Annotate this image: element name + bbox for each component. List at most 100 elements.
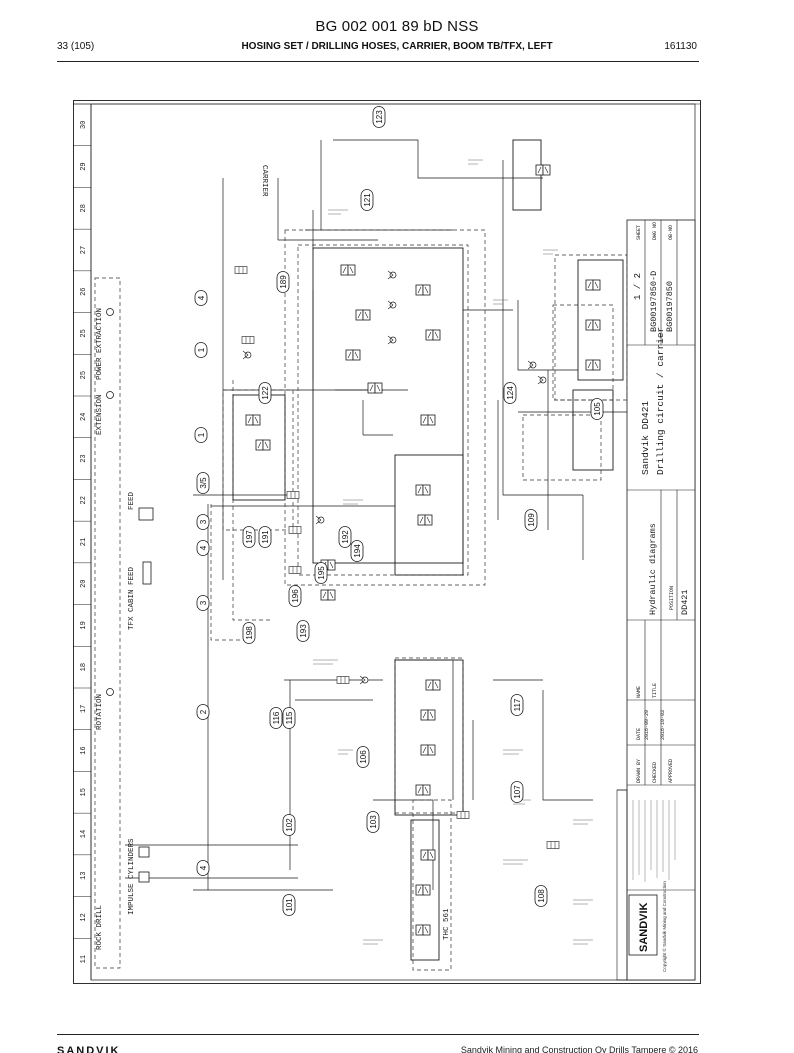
grid-number: 27: [80, 246, 88, 254]
callout-3-5: 3/5: [196, 472, 210, 494]
svg-text:4: 4: [197, 295, 206, 300]
svg-text:108: 108: [537, 889, 546, 903]
label-carrier: CARRIER: [260, 165, 268, 197]
tb-ob-no: BG00197850: [665, 281, 675, 332]
tb-sheet: 1 / 2: [633, 273, 643, 300]
svg-text:123: 123: [375, 110, 384, 124]
footer-rule: [57, 1034, 699, 1035]
svg-text:103: 103: [369, 815, 378, 829]
svg-text:115: 115: [285, 711, 294, 724]
svg-text:198: 198: [245, 626, 254, 640]
label-impulse-cylinders: IMPULSE CYLINDERS: [128, 838, 136, 915]
svg-text:1: 1: [197, 347, 206, 352]
solid-modules: [232, 139, 624, 961]
grid-number: 26: [80, 288, 88, 296]
svg-text:194: 194: [353, 544, 362, 558]
callout-196: 196: [288, 585, 302, 607]
callout-123: 123: [372, 106, 386, 128]
callout-195: 195: [314, 562, 328, 584]
svg-text:193: 193: [299, 624, 308, 638]
tb-drawn-label: DRAWN BY: [636, 759, 642, 783]
grid-number: 21: [80, 538, 88, 546]
tb-drawn-date: 2016-09-29: [644, 710, 650, 740]
svg-text:109: 109: [527, 513, 536, 527]
tb-model: Sandvik DD421: [640, 401, 651, 475]
callout-122: 122: [258, 382, 272, 404]
title-block: SHEET 1 / 2 DWG NO BG00197850-D OB-NO BG…: [616, 219, 696, 981]
callout-192: 192: [338, 526, 352, 548]
grid-number: 22: [80, 496, 88, 504]
svg-text:195: 195: [317, 566, 326, 580]
callout-124: 124: [503, 382, 517, 404]
grid-number: 29: [80, 162, 88, 170]
svg-text:192: 192: [341, 530, 350, 544]
svg-text:117: 117: [513, 698, 522, 711]
cylinders: [106, 308, 154, 883]
grid-number: 16: [80, 746, 88, 754]
label-extension: EXTENSION: [96, 394, 104, 435]
callout-1: 1: [194, 427, 208, 443]
tb-type: Hydraulic diagrams: [648, 523, 658, 615]
tb-name-label: NAME: [636, 686, 642, 698]
callout-103: 103: [366, 811, 380, 833]
grid-number: 25: [80, 329, 88, 337]
section-labels: CARRIER ROCK DRILL THC 561 POWER EXTRACT…: [96, 165, 451, 950]
label-rock-drill: ROCK DRILL: [96, 904, 104, 950]
callout-3: 3: [196, 595, 210, 611]
valves: [245, 164, 601, 936]
drawing-frame: [73, 100, 701, 984]
callout-197: 197: [242, 526, 256, 548]
svg-text:3/5: 3/5: [199, 477, 208, 489]
grid-number: 19: [80, 621, 88, 629]
tb-machine: DD421: [680, 589, 690, 615]
svg-text:106: 106: [359, 750, 368, 764]
grid-number: 25: [80, 371, 88, 379]
tb-checked-label: CHECKED: [652, 762, 658, 783]
callout-102: 102: [282, 814, 296, 836]
tb-ob-label: OB-NO: [668, 225, 674, 240]
svg-text:102: 102: [285, 818, 294, 832]
callout-4: 4: [196, 860, 210, 876]
callout-105: 105: [590, 398, 604, 420]
tb-copyright: Copyright © Sandvik Mining and Construct…: [661, 881, 667, 972]
svg-text:121: 121: [363, 193, 372, 207]
callout-108: 108: [534, 885, 548, 907]
svg-text:3: 3: [199, 600, 208, 605]
callout-109: 109: [524, 509, 538, 531]
svg-text:4: 4: [199, 865, 208, 870]
tb-position-label: POSITION: [669, 586, 675, 610]
check-valves: [242, 270, 547, 685]
callout-4: 4: [196, 540, 210, 556]
label-power-extraction: POWER EXTRACTION: [96, 308, 104, 380]
tb-title-label: TITLE: [652, 683, 658, 698]
tb-logo: SANDVIK: [638, 902, 650, 952]
svg-text:116: 116: [272, 711, 281, 724]
svg-text:107: 107: [513, 785, 522, 799]
grid-number: 15: [80, 788, 88, 796]
svg-text:124: 124: [506, 386, 515, 400]
tb-checked-date: 2016-10-03: [660, 710, 666, 740]
grid-number: 13: [80, 872, 88, 880]
svg-text:122: 122: [261, 386, 270, 400]
footer-copyright: Sandvik Mining and Construction Oy Drill…: [460, 1045, 698, 1053]
document-footer: SANDVIK Sandvik Mining and Construction …: [0, 1036, 794, 1053]
callout-121: 121: [360, 189, 374, 211]
svg-text:105: 105: [593, 402, 602, 416]
grid-number: 30: [80, 121, 88, 129]
svg-text:101: 101: [285, 898, 294, 912]
label-thc: THC 561: [443, 908, 451, 940]
label-feed: FEED: [128, 491, 136, 510]
callout-191: 191: [258, 526, 272, 548]
grid-number: 28: [80, 204, 88, 212]
tb-dwg-no: BG00197850-D: [649, 271, 659, 332]
callout-115: 115: [282, 707, 296, 729]
label-rotation: ROTATION: [96, 694, 104, 730]
svg-text:196: 196: [291, 589, 300, 603]
callout-194: 194: [350, 540, 364, 562]
hose-fittings: [234, 266, 560, 849]
callout-106: 106: [356, 746, 370, 768]
grid-number: 17: [80, 705, 88, 713]
document-number: BG 002 001 89 bD NSS: [315, 18, 479, 35]
document-date: 161130: [664, 41, 697, 52]
